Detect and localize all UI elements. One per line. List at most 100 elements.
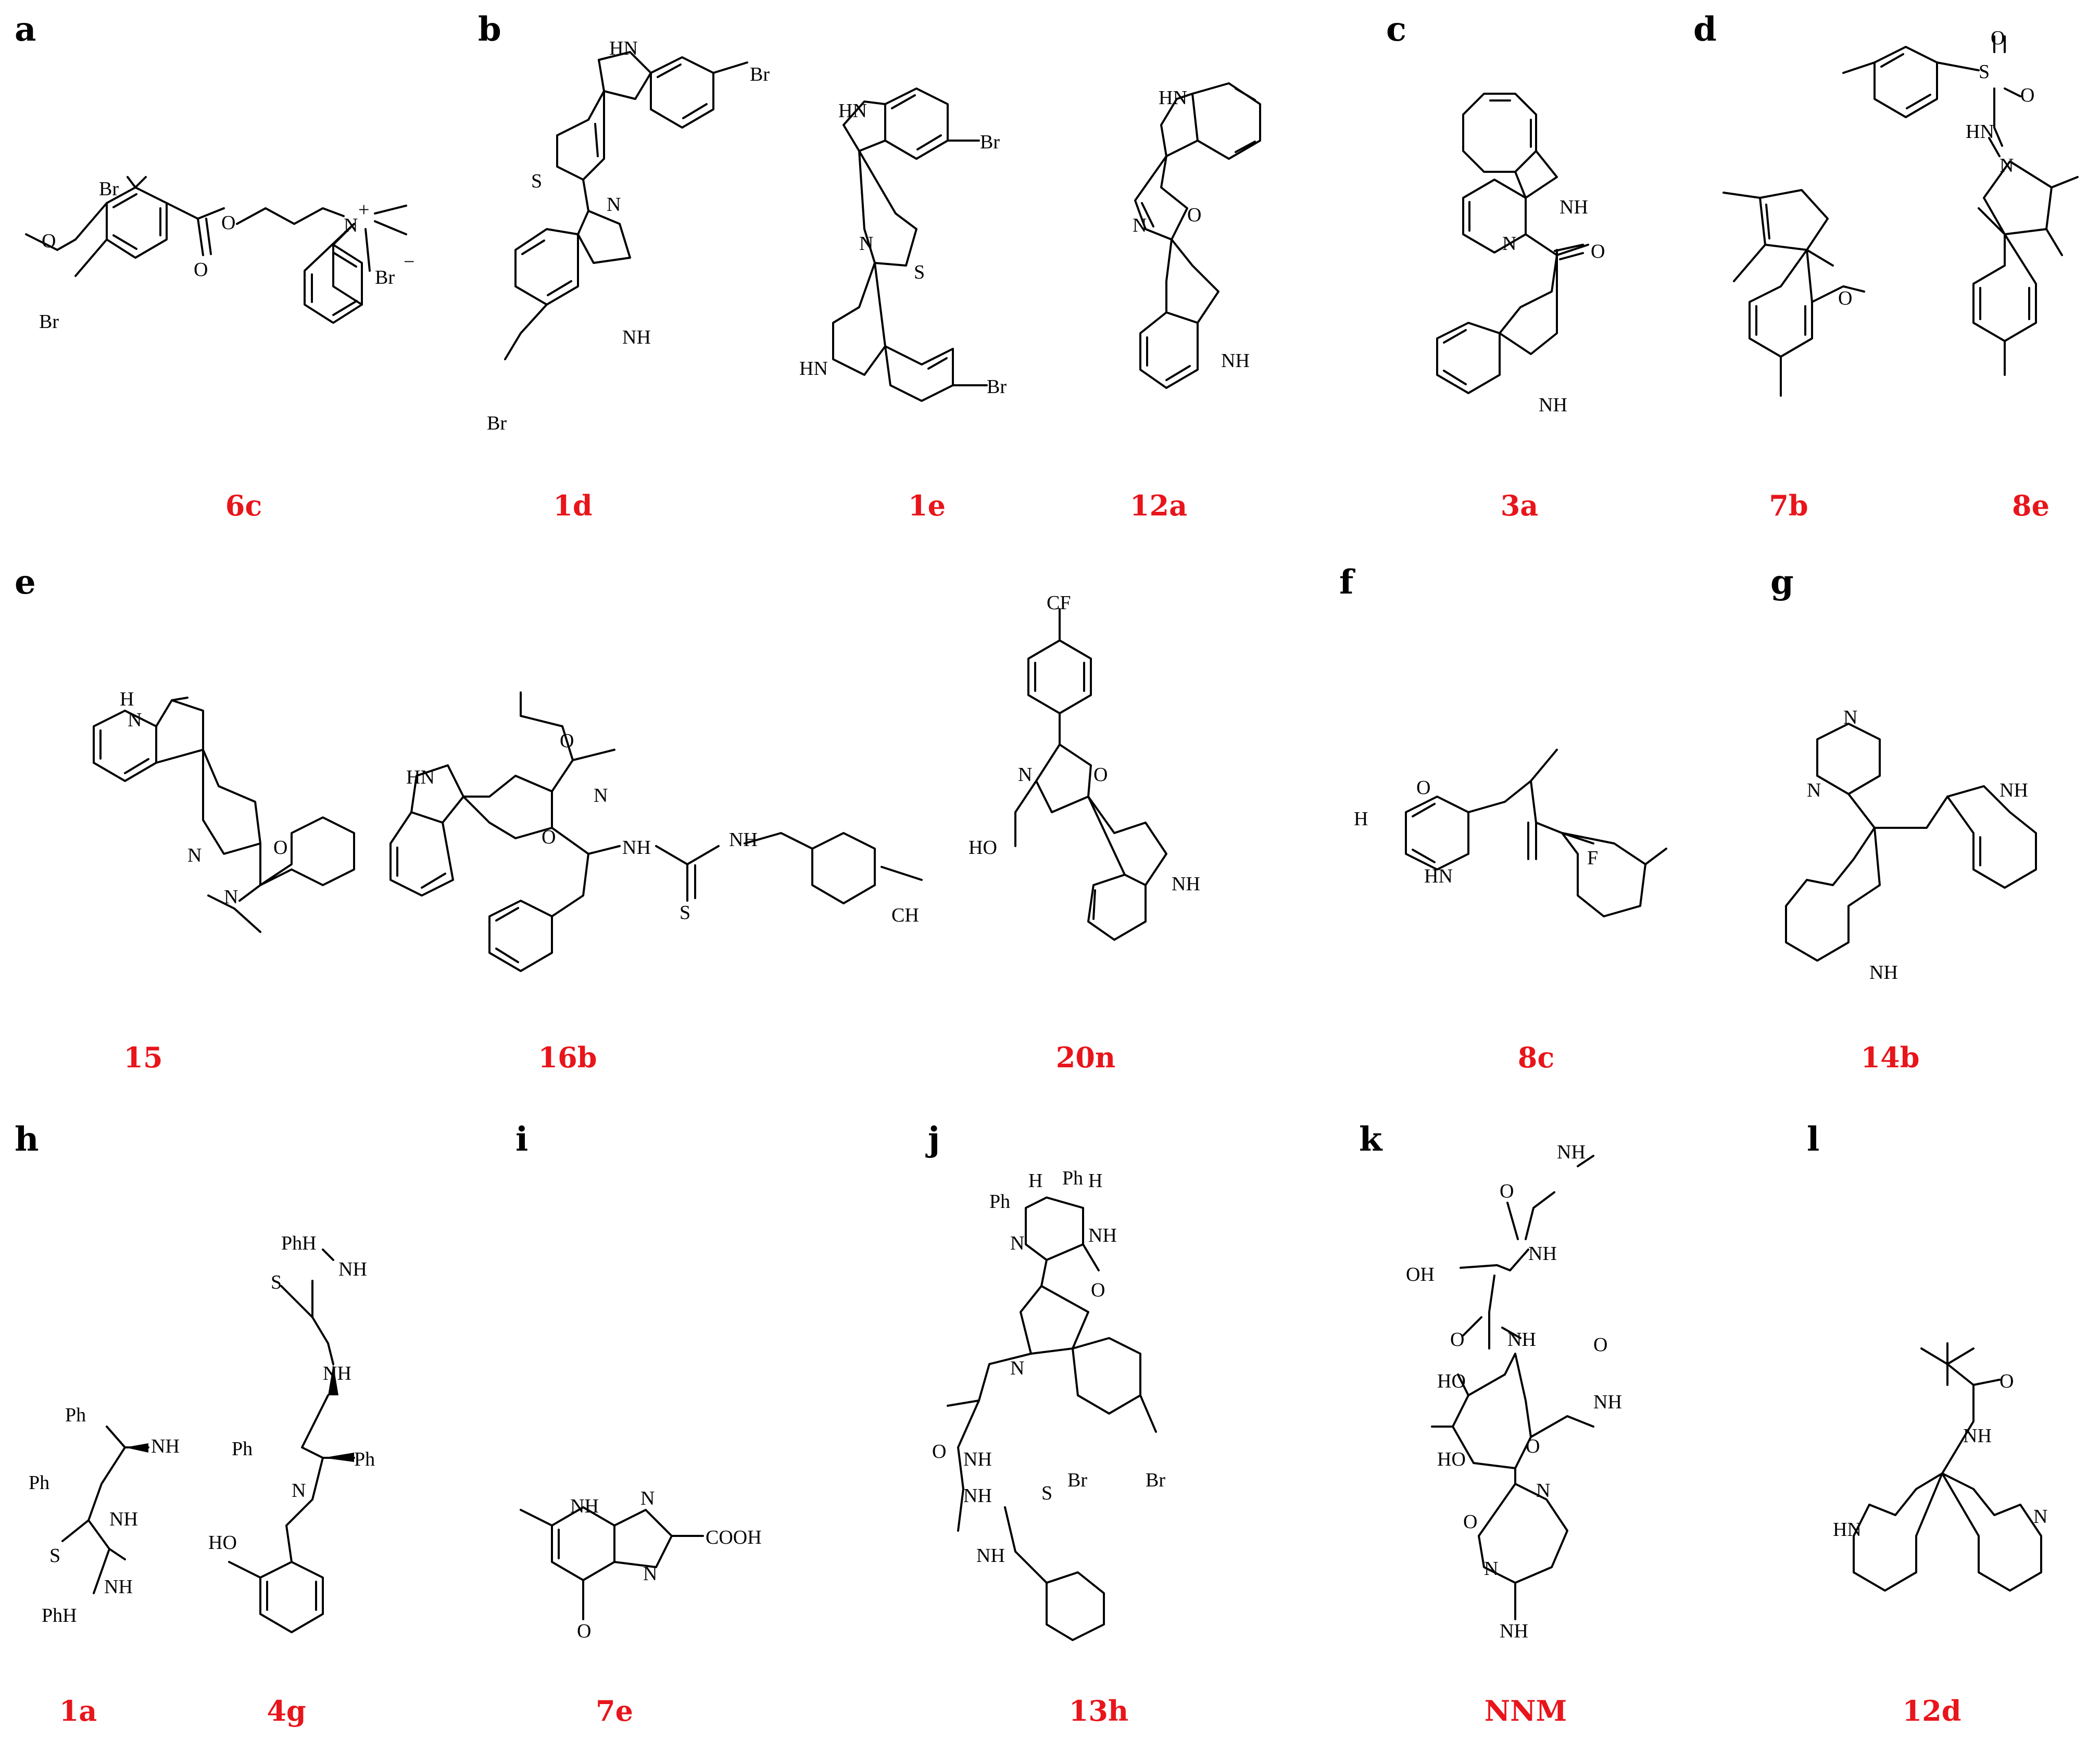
atom-nh-e6: NH [729, 829, 758, 851]
atom-ho-k5: HO [1437, 1370, 1466, 1392]
atom-h2n-f1: H [1354, 808, 1368, 830]
atom-n-b1: N [607, 194, 621, 216]
structure-4g: PhH NH S NH Ph Ph N HO [208, 1232, 375, 1633]
compound-label-4g: 4g [267, 1694, 306, 1728]
atom-br-b1: Br [750, 64, 770, 85]
structure-NNM: NH O NH OH O NH O NH HO HO O N O N NH [1406, 1141, 1622, 1642]
atom-ph-h2: Ph [29, 1472, 49, 1494]
atom-h-e1: H [120, 688, 134, 710]
atom-o-l1: O [2000, 1370, 2014, 1392]
atom-o-a2: O [221, 212, 235, 234]
atom-s-j4: S [1041, 1482, 1052, 1504]
atom-nh-g1: NH [2000, 779, 2028, 801]
atom-n-b3: N [859, 233, 873, 255]
atom-o-f1: O [1416, 777, 1430, 799]
structure-8e: S O O HN N [1842, 27, 2079, 376]
atom-oh-k6: HO [1437, 1448, 1466, 1470]
panel-letter-e: e [15, 563, 36, 602]
atom-nh-c1: NH [1560, 196, 1588, 218]
atom-phh2c-h3: PhH [42, 1605, 77, 1626]
atom-o-c1: O [1591, 241, 1605, 262]
atom-f-f1: F [1587, 847, 1598, 869]
structure-8c: H O HN F [1354, 749, 1667, 917]
atom-br-a1: Br [99, 178, 119, 200]
atom-br-b3: Br [980, 131, 1000, 153]
atom-h-j1: H [1028, 1170, 1042, 1192]
compound-label-1e: 1e [908, 489, 946, 522]
atom-ch3-e6: CH [891, 904, 919, 926]
atom-n-e4: N [594, 785, 608, 806]
atom-o-d2: O [1991, 27, 2005, 49]
atom-o-k4: O [1593, 1334, 1607, 1356]
panel-letter-c: c [1386, 10, 1406, 49]
structure-1d: HN Br S N NH Br [487, 37, 770, 434]
structure-14b: N N NH NH [1785, 707, 2037, 984]
atom-plus-a1: + [358, 199, 369, 221]
atom-n-b5: N [1133, 215, 1147, 236]
structure-16b: HN O N O NH NH S CH [389, 691, 923, 972]
atom-br-a2: Br [39, 311, 59, 333]
structure-1a: Ph NH Ph NH S NH PhH [29, 1404, 180, 1626]
compound-label-NNM: NNM [1485, 1694, 1567, 1728]
atom-hn-b5: HN [1159, 87, 1187, 109]
atom-s-d2: S [1979, 61, 1990, 83]
atom-s-b1: S [531, 170, 542, 192]
atom-nh-h5: NH [323, 1363, 351, 1384]
panel-letter-a: a [15, 10, 36, 49]
atom-n-j1: N [1010, 1232, 1024, 1254]
compound-label-20n: 20n [1056, 1041, 1115, 1074]
compound-label-12a: 12a [1130, 489, 1187, 522]
atom-o-d3: O [2020, 84, 2034, 106]
atom-n-e1: N [128, 709, 142, 731]
panel-letter-d: d [1693, 10, 1717, 49]
atom-n-c1: N [1502, 233, 1516, 255]
atom-nh-k3: NH [1507, 1329, 1536, 1351]
atom-s-b3: S [914, 261, 925, 283]
compound-label-3a: 3a [1501, 489, 1539, 522]
atom-nh-j4: NH [963, 1485, 992, 1507]
atom-hn-e4: HN [406, 766, 435, 788]
atom-nh-h4: NH [338, 1258, 367, 1280]
atom-hn-l2: HN [1833, 1519, 1862, 1541]
compound-label-7e: 7e [596, 1694, 633, 1728]
compound-label-12d: 12d [1903, 1694, 1961, 1728]
atom-ph-h5: Ph [232, 1438, 253, 1460]
atom-n-d2: N [2000, 155, 2014, 176]
compound-label-8c: 8c [1518, 1041, 1554, 1074]
structure-12d: O NH HN N [1833, 1342, 2047, 1592]
atom-n-e3: N [224, 886, 238, 908]
atom-o-a1: O [42, 230, 56, 252]
atom-n-i1: N [640, 1487, 655, 1509]
panel-letter-i: i [515, 1120, 528, 1159]
atom-n-h6: N [292, 1480, 306, 1502]
structure-3a: NH N O NH [1436, 93, 1605, 416]
atom-nh-k1: NH [1557, 1141, 1586, 1163]
atom-nh-b2: NH [622, 326, 651, 348]
panel-letter-b: b [478, 10, 501, 49]
atom-nh-c2: NH [1539, 394, 1567, 416]
compound-label-13h: 13h [1069, 1694, 1128, 1728]
structure-15: H N O N N [93, 688, 355, 933]
atom-ho2c-e7: HO [969, 837, 997, 859]
structure-20n: CF N O HO NH [969, 592, 1200, 941]
atom-o-k6: O [1526, 1435, 1540, 1457]
compound-label-6c: 6c [225, 489, 262, 522]
atom-hn-b3: HN [838, 100, 867, 122]
atom-nh-g2: NH [1869, 962, 1898, 984]
atom-ph-j2: Ph [1062, 1167, 1083, 1189]
panel-letter-j: j [925, 1120, 940, 1159]
compound-label-14b: 14b [1861, 1041, 1920, 1074]
atom-hn-b4: HN [799, 358, 828, 380]
atom-nh-i1: NH [570, 1495, 599, 1517]
atom-n-j2: N [1010, 1357, 1024, 1379]
atom-h-j2: H [1088, 1170, 1102, 1192]
structure-1e: HN Br N S HN Br [799, 87, 1007, 402]
atom-n-k8: N [1484, 1558, 1498, 1580]
atom-hn-f1: HN [1424, 865, 1453, 887]
panel-letter-h: h [15, 1120, 39, 1159]
atom-o-k1: O [1500, 1180, 1514, 1202]
compound-label-1d: 1d [553, 489, 592, 522]
panel-letter-l: l [1807, 1120, 1819, 1159]
atom-ph-j1: Ph [989, 1191, 1010, 1213]
